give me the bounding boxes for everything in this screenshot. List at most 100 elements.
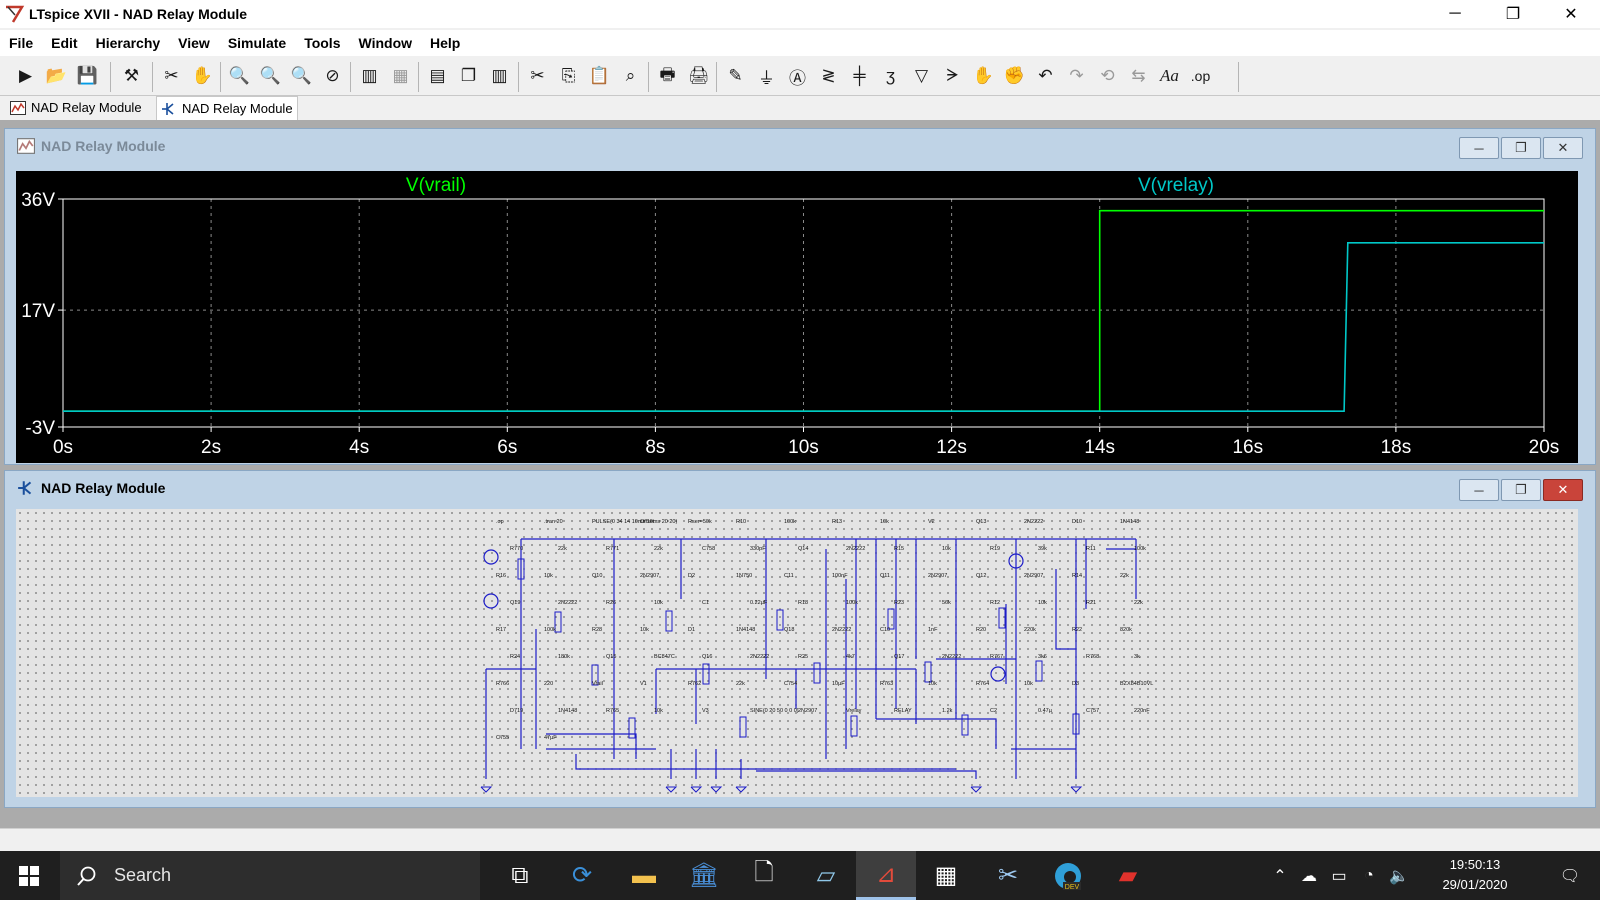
- rotate-icon[interactable]: ⟲: [1100, 66, 1115, 85]
- menu-help[interactable]: Help: [430, 35, 461, 51]
- redo-icon[interactable]: ↷: [1069, 66, 1084, 85]
- label-icon[interactable]: Ⓐ: [789, 68, 806, 88]
- menu-hierarchy[interactable]: Hierarchy: [95, 35, 161, 51]
- waveform-close-button[interactable]: ✕: [1543, 137, 1583, 159]
- file-explorer-icon[interactable]: ▬: [632, 861, 656, 889]
- cascade-icon[interactable]: ❐: [460, 66, 477, 85]
- task-view-icon[interactable]: ⧉: [511, 861, 529, 889]
- move-icon[interactable]: ✋: [972, 66, 995, 85]
- edge-dev-icon[interactable]: DEV: [1038, 851, 1098, 900]
- taskbar-clock[interactable]: 19:50:13 29/01/2020: [1430, 855, 1520, 895]
- control-panel-icon[interactable]: ⚒: [123, 66, 140, 85]
- print-setup-icon[interactable]: 🖶: [659, 64, 676, 84]
- ltspice-icon[interactable]: ⊿: [856, 851, 916, 900]
- calculator-icon[interactable]: ▦: [934, 862, 958, 889]
- schematic-label: Q10: [592, 573, 602, 579]
- menu-file[interactable]: File: [9, 35, 34, 51]
- zoom-in-icon[interactable]: 🔍: [228, 66, 251, 85]
- start-button[interactable]: [0, 851, 58, 900]
- document-icon[interactable]: 🗋: [754, 859, 774, 886]
- notification-icon[interactable]: 🗨: [1559, 867, 1581, 885]
- x-tick-label: 10s: [788, 437, 819, 458]
- menu-tools[interactable]: Tools: [304, 35, 341, 51]
- menu-view[interactable]: View: [178, 35, 210, 51]
- chevron-up-icon[interactable]: ⌃: [1273, 867, 1287, 885]
- menu-edit[interactable]: Edit: [51, 35, 78, 51]
- waveform-maximize-button[interactable]: ❐: [1501, 137, 1541, 159]
- bank-icon[interactable]: 🏛: [688, 862, 720, 889]
- cloud-icon[interactable]: ☁: [1301, 867, 1317, 885]
- cut-icon[interactable]: ✂: [530, 66, 545, 85]
- diode-icon[interactable]: ▽: [914, 66, 929, 85]
- grid-icon[interactable]: ▦: [392, 66, 409, 85]
- inductor-icon[interactable]: ʒ: [885, 66, 896, 85]
- waveform-minimize-button[interactable]: ─: [1459, 137, 1499, 159]
- tab-schematic[interactable]: NAD Relay Module: [156, 96, 298, 120]
- battery-icon[interactable]: ▭: [1331, 867, 1347, 885]
- undo-icon[interactable]: ↶: [1038, 66, 1053, 85]
- schematic-label: 0.47µ: [1038, 708, 1053, 714]
- schematic-label: R770: [510, 546, 523, 552]
- resistor-symbol: [628, 717, 636, 739]
- save-icon[interactable]: 💾: [76, 66, 99, 85]
- close-button[interactable]: ✕: [1564, 6, 1578, 23]
- open-icon[interactable]: 📂: [45, 66, 68, 85]
- ground-icon[interactable]: ⏚: [758, 68, 775, 88]
- volume-icon[interactable]: 🔈: [1389, 867, 1409, 885]
- print-icon[interactable]: 🖨: [687, 66, 710, 85]
- resistor-symbol: [591, 664, 599, 686]
- waveform-window-title: NAD Relay Module: [41, 138, 166, 154]
- zoom-cancel-icon[interactable]: ⊘: [325, 66, 340, 85]
- drag-icon[interactable]: ✊: [1003, 66, 1026, 85]
- probe-icon[interactable]: ✂: [164, 66, 179, 85]
- schematic-label: Vrail: [592, 681, 603, 687]
- resistor-symbol: [850, 715, 858, 737]
- run-icon[interactable]: ▶: [18, 66, 33, 85]
- snipping-tool-icon[interactable]: ✂: [997, 862, 1019, 889]
- ltspice-app-icon[interactable]: [3, 3, 25, 25]
- copy-icon[interactable]: ⎘: [561, 66, 576, 85]
- taskbar-search-box[interactable]: Search: [60, 851, 480, 900]
- edge-dev-logo: DEV: [1055, 862, 1081, 891]
- paste-icon[interactable]: 📋: [588, 66, 611, 85]
- waveform-window-titlebar[interactable]: NAD Relay Module: [5, 129, 1595, 163]
- resistor-symbol: [961, 714, 969, 736]
- acrobat-icon[interactable]: ▰: [1118, 862, 1138, 889]
- schematic-label: R767: [990, 654, 1003, 660]
- find-icon[interactable]: ⌕: [625, 66, 636, 85]
- zoom-out-icon[interactable]: 🔍: [290, 66, 313, 85]
- voltage-source-symbol: [990, 666, 1006, 682]
- refresh-app-icon[interactable]: ⟳: [571, 862, 593, 889]
- x-tick-label: 4s: [349, 437, 369, 458]
- minimize-button[interactable]: ─: [1449, 5, 1461, 22]
- tile-vertical-icon[interactable]: ▥: [491, 66, 508, 85]
- menu-window[interactable]: Window: [358, 35, 413, 51]
- text-icon[interactable]: Aa: [1160, 66, 1179, 85]
- schematic-maximize-button[interactable]: ❐: [1501, 479, 1541, 501]
- wifi-icon[interactable]: ◔: [1364, 866, 1374, 884]
- notes-icon[interactable]: ▱: [816, 862, 836, 889]
- wire-icon[interactable]: ✎: [728, 66, 743, 85]
- component-icon[interactable]: ᗒ: [946, 66, 959, 85]
- zoom-area-icon[interactable]: 🔍: [259, 66, 282, 85]
- spice-directive-icon[interactable]: .op: [1190, 68, 1211, 84]
- capacitor-icon[interactable]: ╪: [853, 66, 866, 85]
- schematic-minimize-button[interactable]: ─: [1459, 479, 1499, 501]
- menu-simulate[interactable]: Simulate: [227, 35, 287, 51]
- resistor-symbol: [1072, 713, 1080, 735]
- schematic-label: Q11: [880, 573, 890, 579]
- schematic-close-button[interactable]: ✕: [1543, 479, 1583, 501]
- mirror-icon[interactable]: ⇆: [1131, 66, 1146, 85]
- pan-icon[interactable]: ✋: [191, 66, 214, 85]
- resistor-icon[interactable]: ≷: [821, 66, 836, 85]
- maximize-button[interactable]: ❐: [1505, 6, 1521, 23]
- tile-horizontal-icon[interactable]: ▤: [429, 66, 446, 85]
- schematic-window-titlebar[interactable]: NAD Relay Module: [5, 471, 1595, 505]
- tab-waveform[interactable]: NAD Relay Module: [6, 96, 146, 119]
- autorange-icon[interactable]: ▥: [361, 66, 378, 85]
- resistor-symbol: [887, 608, 895, 630]
